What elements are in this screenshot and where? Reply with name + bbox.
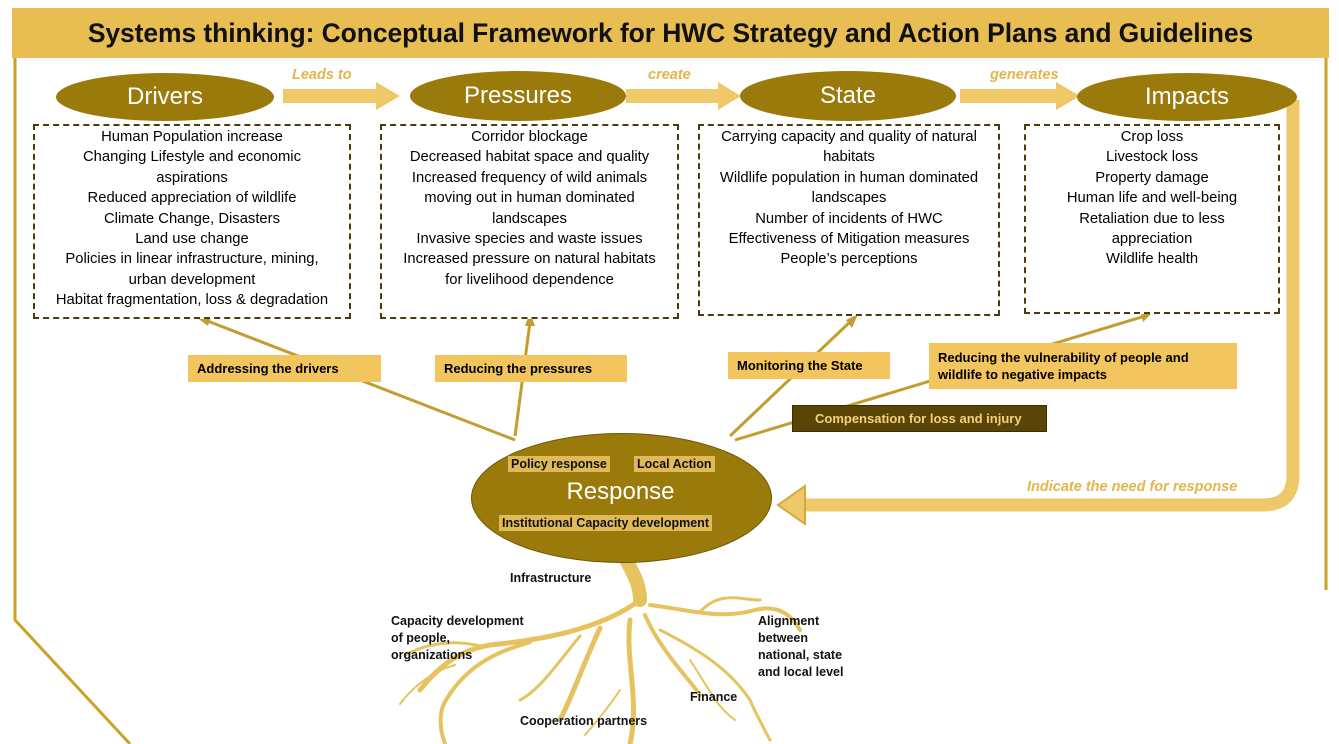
drivers-item: Land use change [135, 231, 249, 248]
impacts-node: Impacts [1077, 73, 1297, 121]
state-item: habitats [823, 149, 875, 166]
root-alignment: Alignment between national, state and lo… [758, 613, 843, 681]
pressures-item: Increased pressure on natural habitats [403, 251, 656, 268]
pressures-node: Pressures [410, 71, 626, 121]
root-infrastructure: Infrastructure [510, 571, 592, 585]
reducing-vulnerability-line: Reducing the vulnerability of people and [938, 350, 1189, 365]
impacts-item: appreciation [1111, 231, 1193, 248]
drivers-item: aspirations [156, 169, 228, 186]
root-alignment-line: and local level [758, 665, 844, 679]
root-capacity-line: organizations [391, 648, 473, 662]
monitoring-state-label: Monitoring the State [728, 352, 890, 379]
outer-frame [13, 58, 132, 744]
arrowhead-state [846, 314, 858, 328]
state-item: Wildlife population in human dominated [719, 169, 979, 186]
impacts-item: Human life and well-being [1066, 190, 1238, 207]
flow-arrow-3 [960, 82, 1080, 110]
drivers-item: Changing Lifestyle and economic [83, 149, 301, 166]
impacts-item: Crop loss [1120, 129, 1184, 145]
impacts-box: Crop loss Livestock loss Property damage… [1024, 124, 1280, 314]
impacts-item: Retaliation due to less [1079, 210, 1225, 227]
impacts-item: Property damage [1095, 169, 1209, 186]
pressures-box: Corridor blockage Decreased habitat spac… [380, 124, 679, 319]
state-item: Effectiveness of Mitigation measures [728, 231, 970, 248]
pressures-item: Corridor blockage [471, 129, 588, 145]
state-item: Number of incidents of HWC [755, 210, 943, 227]
create-label: create [648, 67, 691, 83]
impacts-label: Impacts [1144, 83, 1230, 110]
flow-arrow-2 [626, 82, 741, 110]
policy-response-tag: Policy response [508, 456, 610, 472]
drivers-item: Climate Change, Disasters [104, 210, 280, 227]
state-node: State [740, 71, 956, 121]
state-label: State [819, 82, 877, 109]
arrowhead-pressures [525, 312, 535, 326]
state-box: Carrying capacity and quality of natural… [698, 124, 1000, 316]
drivers-item: urban development [128, 271, 256, 288]
root-alignment-line: between [758, 631, 809, 645]
page-title: Systems thinking: Conceptual Framework f… [87, 17, 1254, 48]
state-item: People’s perceptions [780, 251, 918, 268]
generates-label: generates [990, 67, 1059, 83]
drivers-item: Human Population increase [101, 129, 283, 145]
pressures-item: landscapes [492, 210, 567, 227]
drivers-item: Habitat fragmentation, loss & degradatio… [55, 292, 329, 309]
root-alignment-line: Alignment [758, 614, 820, 628]
root-cooperation-partners: Cooperation partners [520, 714, 648, 728]
root-finance: Finance [690, 690, 738, 704]
feedback-arrow [800, 100, 1300, 512]
response-label: Response [566, 478, 675, 505]
drivers-box: Human Population increase Changing Lifes… [33, 124, 351, 319]
pressures-label: Pressures [463, 82, 573, 109]
compensation-label: Compensation for loss and injury [792, 405, 1047, 432]
drivers-item: Reduced appreciation of wildlife [87, 190, 297, 207]
impacts-item: Livestock loss [1105, 149, 1199, 166]
drivers-item: Policies in linear infrastructure, minin… [65, 251, 319, 268]
pressures-item: Decreased habitat space and quality [409, 149, 650, 166]
reducing-pressures-label: Reducing the pressures [435, 355, 627, 382]
pressures-item: Invasive species and waste issues [416, 231, 643, 248]
addressing-drivers-label: Addressing the drivers [188, 355, 381, 382]
root-capacity-line: of people, [391, 631, 451, 645]
reducing-vulnerability-label: Reducing the vulnerability of people and… [929, 343, 1237, 389]
reducing-vulnerability-line: wildlife to negative impacts [938, 367, 1108, 382]
impacts-item: Wildlife health [1105, 251, 1199, 268]
state-item: landscapes [811, 190, 887, 207]
feedback-arrow-head [776, 484, 806, 526]
response-node [471, 433, 772, 563]
leads-to-label: Leads to [292, 67, 352, 83]
state-item: Carrying capacity and quality of natural [721, 129, 977, 145]
drivers-node: Drivers [56, 73, 274, 121]
root-capacity-line: Capacity development [391, 614, 524, 628]
local-action-tag: Local Action [634, 456, 715, 472]
root-capacity-development: Capacity development of people, organiza… [391, 613, 524, 664]
flow-arrow-1 [283, 82, 400, 110]
root-alignment-line: national, state [758, 648, 843, 662]
indicate-label: Indicate the need for response [1027, 479, 1238, 495]
drivers-label: Drivers [127, 83, 203, 110]
title-bar: Systems thinking: Conceptual Framework f… [12, 8, 1329, 58]
pressures-item: moving out in human dominated [424, 190, 635, 207]
institutional-capacity-tag: Institutional Capacity development [499, 515, 712, 531]
pressures-item: Increased frequency of wild animals [411, 169, 648, 186]
pressures-item: for livelihood dependence [445, 271, 614, 288]
